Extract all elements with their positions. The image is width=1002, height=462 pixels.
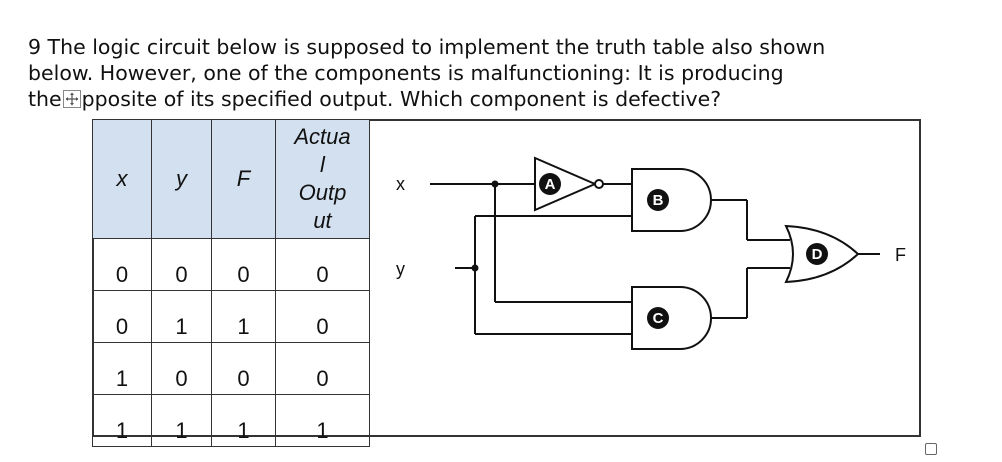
cell-f: 0 [211, 238, 276, 291]
cell-f: 1 [211, 394, 276, 447]
cell-x: 1 [92, 342, 152, 395]
header-actual-line: l [320, 152, 325, 177]
question-text: 9 The logic circuit below is supposed to… [28, 34, 978, 112]
gate-b-label-badge [647, 189, 669, 211]
gate-c-label-badge [647, 307, 669, 329]
junction-y [471, 264, 479, 272]
header-f: F [211, 119, 276, 239]
cell-y: 1 [151, 394, 212, 447]
truth-table: x y F Actua l Outp ut 0 0 0 0 0 1 1 0 1 … [92, 119, 370, 447]
move-handle-icon[interactable] [62, 90, 81, 108]
gate-a-label-badge [539, 173, 561, 195]
header-actual-line: Actua [294, 124, 351, 149]
junction-x [491, 180, 499, 188]
gate-d-label-badge [806, 243, 828, 265]
header-actual-line: Outp [298, 180, 347, 205]
gate-a-bubble [594, 179, 604, 189]
gate-a-label: A [545, 176, 556, 193]
gate-c-label: C [653, 310, 664, 327]
input-x-label: x [396, 174, 405, 194]
gate-a-not [534, 156, 598, 212]
question-line-1: 9 The logic circuit below is supposed to… [28, 35, 826, 59]
input-y-label: y [396, 259, 405, 279]
question-line-2: below. However, one of the components is… [28, 61, 784, 85]
resize-handle-icon[interactable] [925, 443, 937, 455]
table-row: 1 0 0 0 [92, 342, 370, 395]
question-line-3: the pposite of its specified output. Whic… [28, 86, 978, 112]
table-row: 0 0 0 0 [92, 238, 370, 291]
cell-f: 0 [211, 342, 276, 395]
gate-b-and [631, 168, 712, 232]
header-actual-line: ut [313, 208, 332, 233]
gate-b-label: B [653, 192, 664, 209]
question-line-3-start: the [28, 87, 62, 111]
question-line-3-end: pposite of its specified output. Which c… [81, 87, 722, 111]
table-header-row: x y F Actua l Outp ut [92, 119, 370, 239]
cell-actual: 0 [275, 290, 370, 343]
cell-actual: 1 [275, 394, 370, 447]
cell-x: 0 [92, 290, 152, 343]
cell-x: 0 [92, 238, 152, 291]
gate-c-and [631, 286, 712, 350]
table-row: 1 1 1 1 [92, 394, 370, 447]
gate-d-label: D [812, 246, 823, 263]
gate-d-or [784, 224, 860, 284]
header-actual-output: Actua l Outp ut [275, 119, 370, 239]
header-y: y [151, 119, 212, 239]
output-f-label: F [895, 245, 906, 265]
cell-actual: 0 [275, 342, 370, 395]
cell-x: 1 [92, 394, 152, 447]
cell-y: 0 [151, 342, 212, 395]
